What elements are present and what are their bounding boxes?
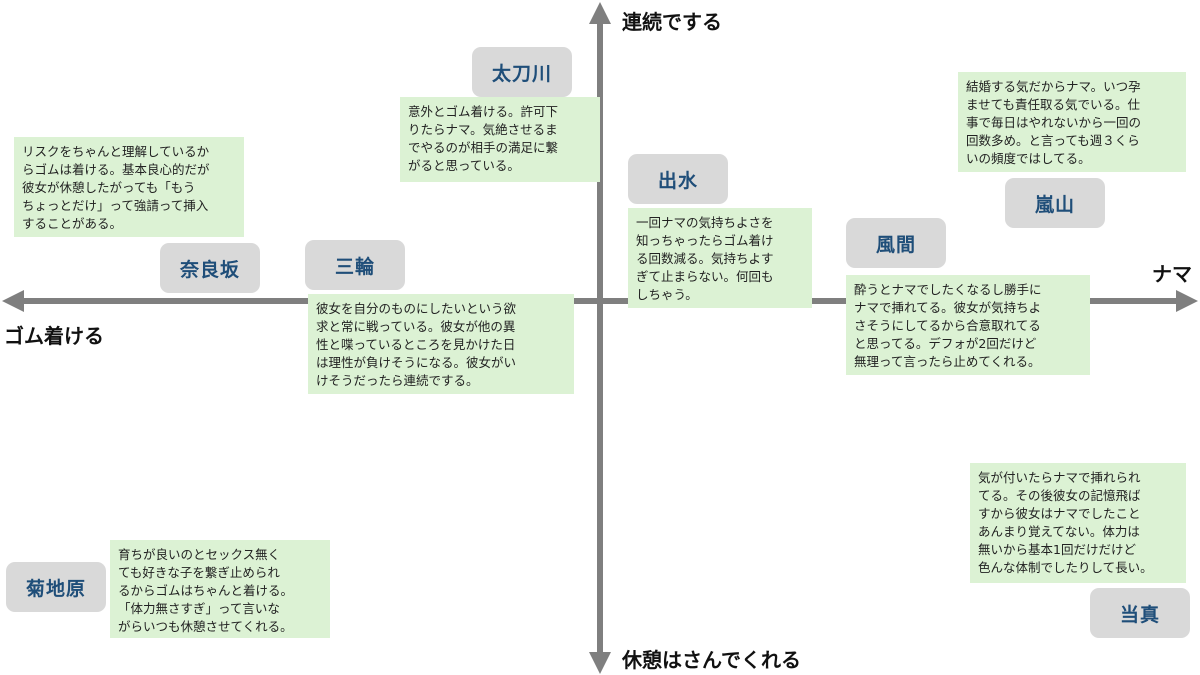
note-narasaka: リスクをちゃんと理解しているか らゴムは着ける。基本良心的だが 彼女が休憩したが… [14, 137, 244, 237]
name-izumi: 出水 [628, 154, 728, 204]
note-izumi: 一回ナマの気持ちよさを 知っちゃったらゴム着け る回数減る。気持ちよす ぎて止ま… [628, 208, 812, 308]
name-kazama: 風間 [846, 218, 946, 268]
axis-label-right: ナマ [1152, 262, 1192, 286]
bottom-arrowhead-icon [589, 652, 611, 674]
note-miwa: 彼女を自分のものにしたいという欲 求と常に戦っている。彼女が他の異 性と喋ってい… [308, 294, 574, 394]
axis-label-bottom: 休憩はさんでくれる [622, 648, 801, 672]
name-miwa: 三輪 [305, 240, 405, 290]
note-touma: 気が付いたらナマで挿れられ てる。その後彼女の記憶飛ば すから彼女はナマでしたこ… [970, 463, 1186, 583]
axis-label-top: 連続でする [622, 10, 722, 34]
note-kikuchihara: 育ちが良いのとセックス無く ても好きな子を繋ぎ止められ るからゴムはちゃんと着け… [110, 540, 330, 638]
right-arrowhead-icon [1176, 290, 1198, 312]
name-arashiyama: 嵐山 [1005, 178, 1105, 228]
name-kikuchihara: 菊地原 [6, 562, 106, 612]
note-tachikawa: 意外とゴム着ける。許可下 りたらナマ。気絶させるま でやるのが相手の満足に繋 が… [400, 97, 600, 182]
top-arrowhead-icon [589, 2, 611, 24]
name-tachikawa: 太刀川 [472, 47, 572, 97]
name-narasaka: 奈良坂 [160, 243, 260, 293]
note-kazama: 酔うとナマでしたくなるし勝手に ナマで挿れてる。彼女が気持ちよ さそうにしてるか… [846, 275, 1090, 375]
name-touma: 当真 [1090, 588, 1190, 638]
note-arashiyama: 結婚する気だからナマ。いつ孕 ませても責任取る気でいる。仕 事で毎日はやれないか… [958, 72, 1186, 172]
axis-label-left: ゴム着ける [4, 324, 104, 348]
left-arrowhead-icon [2, 290, 24, 312]
